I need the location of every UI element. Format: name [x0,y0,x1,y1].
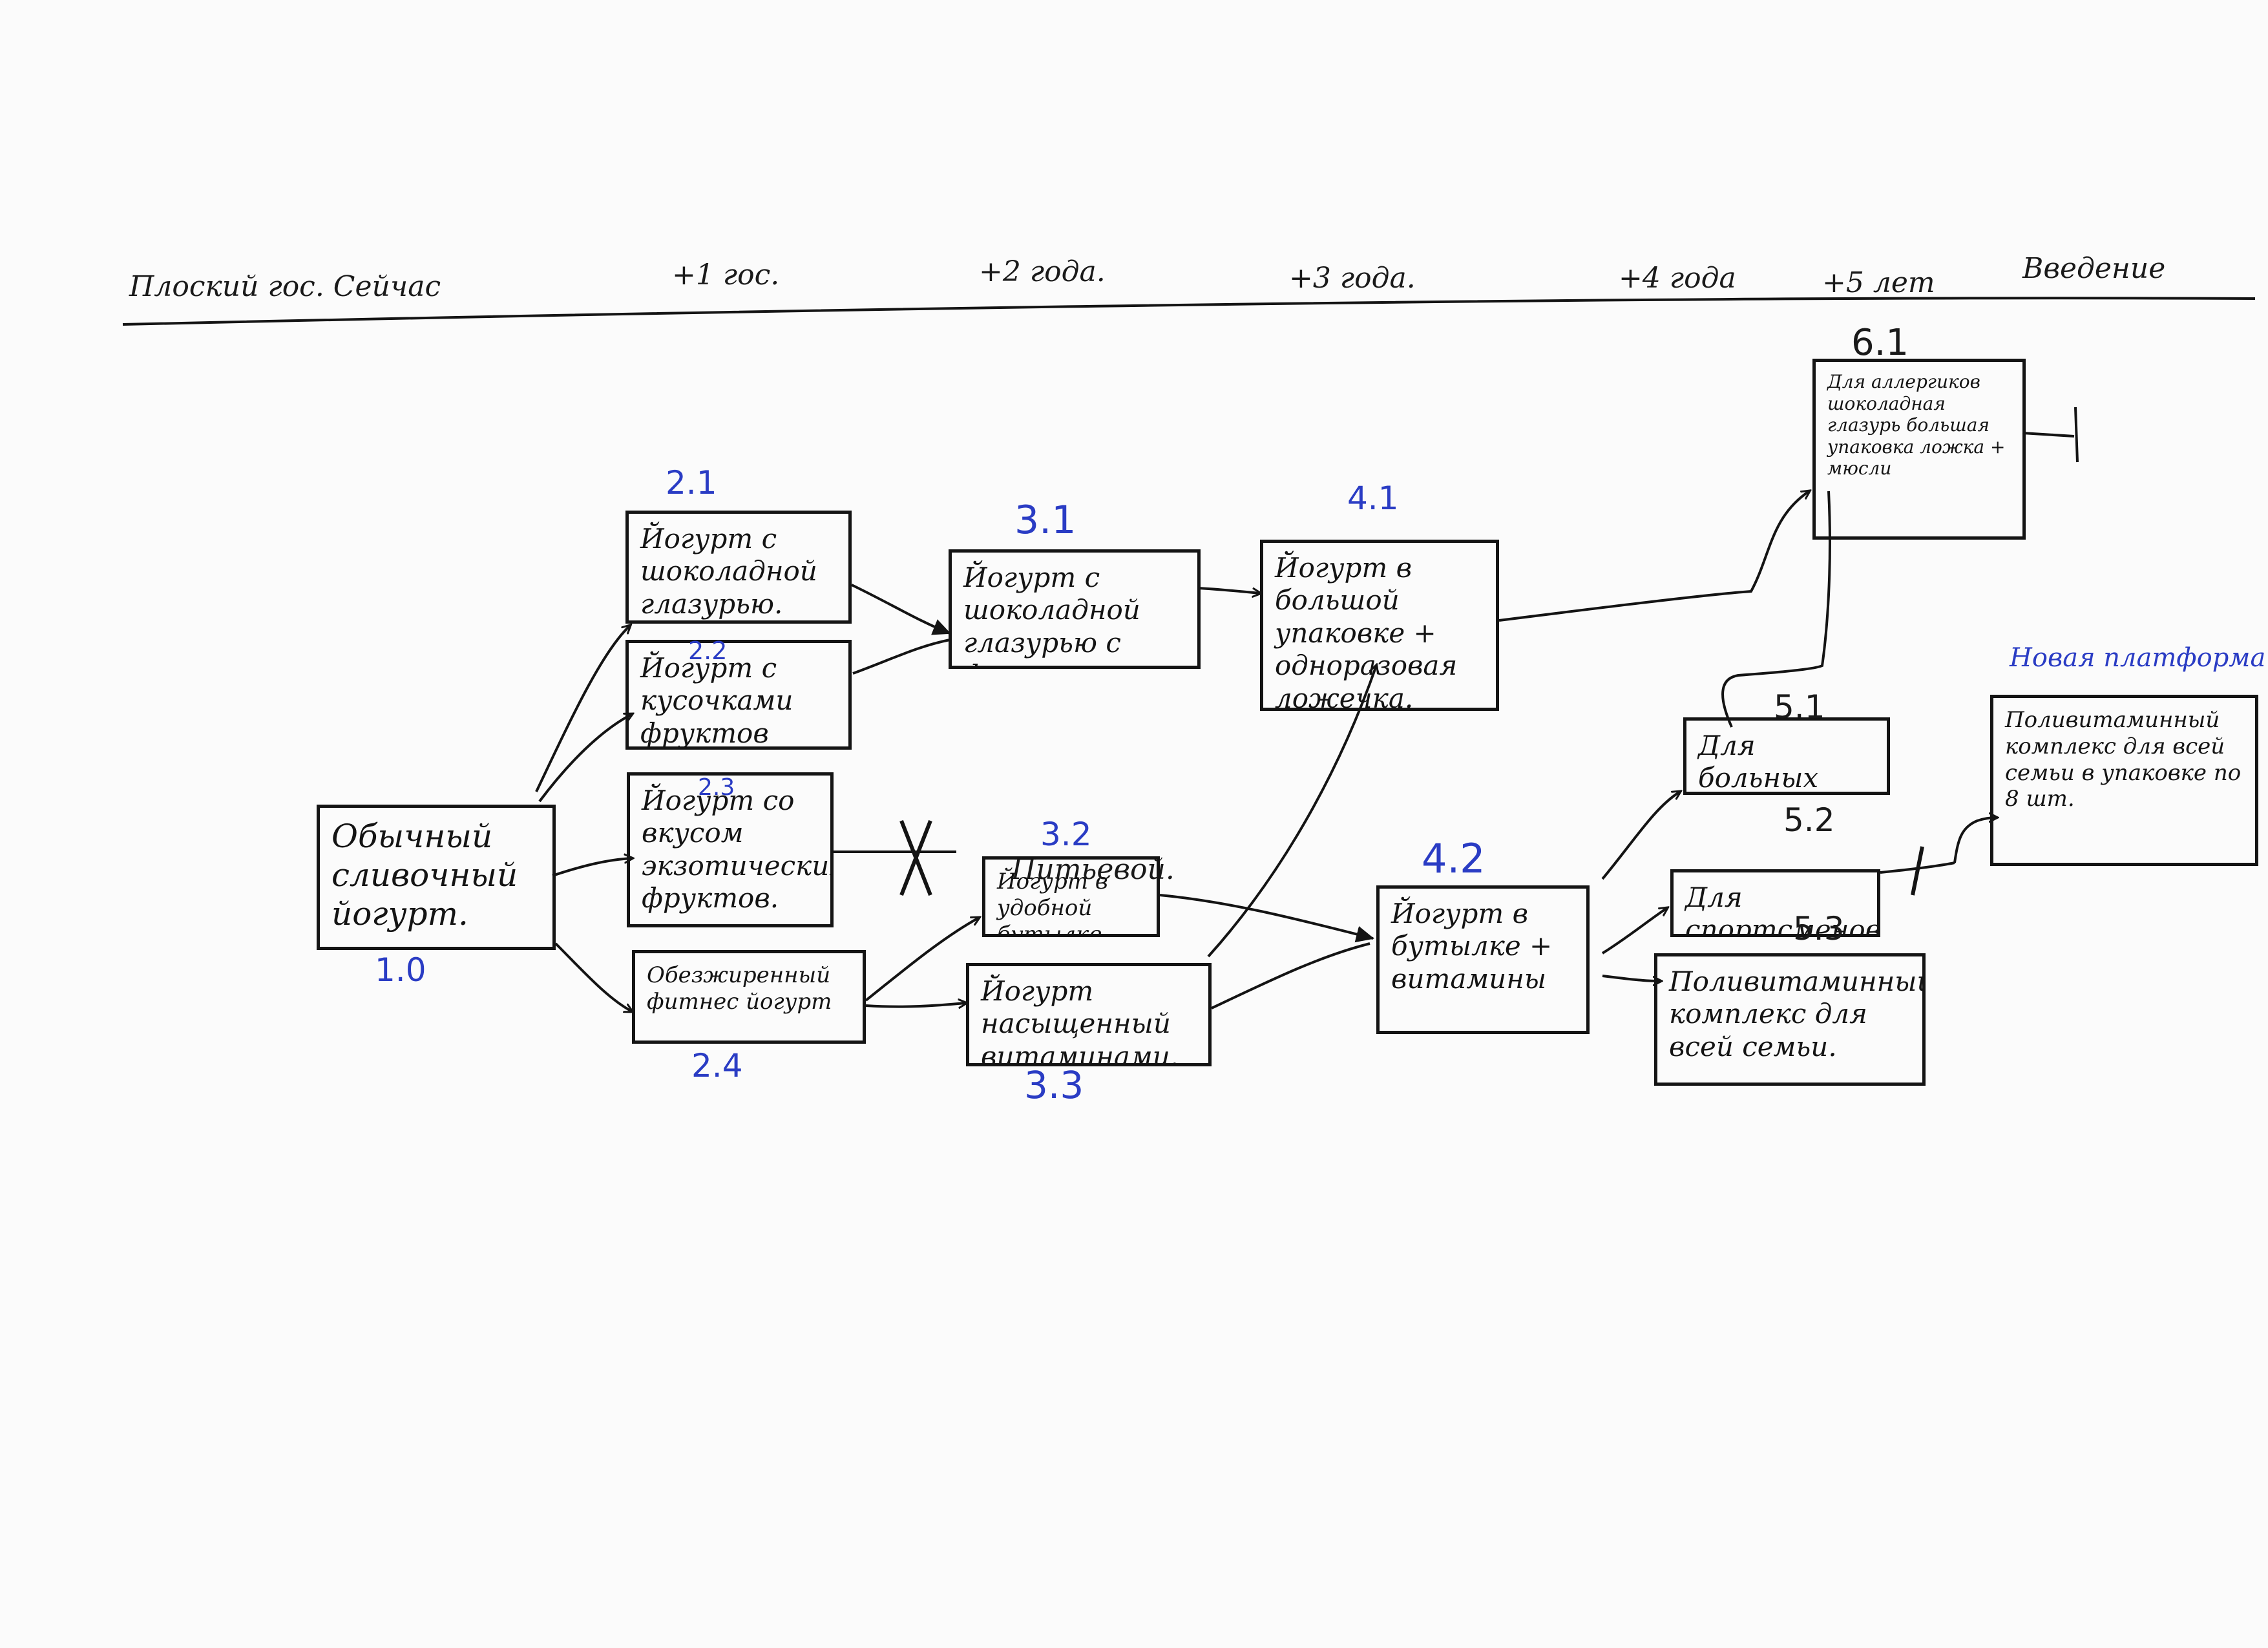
arrow-2.4-to-3.2 [865,918,979,1002]
node-4.2-id: 4.2 [1422,835,1486,882]
node-new-platform-text: Поливитаминный комплекс для всей семьи в… [2005,707,2242,812]
node-2.1-id: 2.1 [666,464,717,502]
node-3.3: Йогурт насыщенный витаминами. [966,963,1212,1066]
node-2.2-id: 2.2 [688,637,728,665]
cross-mark [899,819,932,896]
node-6.1: Для аллергиков шоколадная глазурь больша… [1812,359,2026,540]
node-2.3-text: Йогурт со вкусом экзотических фруктов. [642,785,834,914]
node-5.1-text: Для больных аллергией. [1698,730,1819,794]
node-3.3-text: Йогурт насыщенный витаминами. [981,975,1179,1066]
node-5.2: Для спортсменов [1670,869,1880,937]
arrow-3.3-to-4.2 [1211,942,1370,1009]
timeline-label-intro: Введение [2022,252,2166,285]
node-2.4: Обезжиренный фитнес йогурт [632,950,866,1044]
arrow-4.2-to-5.2 [1601,908,1667,955]
node-6.1-id: 6.1 [1851,322,1909,364]
node-4.1-id: 4.1 [1347,480,1399,517]
node-3.3-id: 3.3 [1024,1063,1084,1107]
arrow-4.2-to-5.1 [1601,792,1680,880]
node-1.0: Обычный сливочный йогурт. [317,805,556,950]
node-5.2-id: 5.2 [1783,801,1835,839]
node-2.3-id: 2.3 [698,774,735,801]
node-5.1: Для больных аллергией. [1683,717,1890,795]
node-5.3-text: Поливитаминный комплекс для всей семьи. [1669,966,1926,1062]
node-3.2-id: 3.2 [1040,816,1092,853]
node-4.2: Йогурт в бутылке + витамины [1376,885,1590,1034]
node-3.2: Йогурт в удобной бутылке. [982,856,1160,937]
timeline-label-2: +2 года. [979,255,1106,288]
arrow-2.2-to-3.1 [852,639,950,675]
node-3.2-text: Йогурт в удобной бутылке. [997,869,1109,937]
node-5.3-id: 5.3 [1793,910,1845,947]
node-4.1: Йогурт в большой упаковке + одноразовая … [1260,540,1499,711]
node-3.1: Йогурт с шоколадной глазурью с фруктами. [949,549,1201,669]
node-4.1-text: Йогурт в большой упаковке + одноразовая … [1275,552,1458,711]
arrow-3.1-to-4.1 [1198,587,1260,593]
timeline-label-1: +1 гос. [672,259,780,291]
node-2.2-text: Йогурт с кусочками фруктов [640,652,793,749]
timeline-label-4: +4 года [1619,262,1736,295]
arrow-2.1-to-3.1 [851,584,951,635]
node-5.1-id: 5.1 [1774,688,1825,726]
arrow-4.1-to-6.1 [1498,491,1809,622]
timeline-label-5: +5 лет [1822,266,1935,299]
node-3.1-id: 3.1 [1014,498,1076,543]
timeline-label-3: +3 года. [1289,262,1416,295]
node-5.2-text: Для спортсменов [1685,882,1880,937]
arrow-5.1-to-6.1 [1721,491,1831,728]
node-2.4-id: 2.4 [691,1047,743,1084]
node-2.2: Йогурт с кусочками фруктов [625,640,852,750]
arrow-3.2-to-4.2 [1159,894,1374,943]
new-platform-label: Новая платформа. [2010,643,2268,673]
node-2.4-text: Обезжиренный фитнес йогурт [647,962,832,1015]
arrow-5.2-to-new [1880,861,1955,874]
node-4.2-text: Йогурт в бутылке + витамины [1391,898,1553,995]
node-3.1-text: Йогурт с шоколадной глазурью с фруктами. [963,562,1140,666]
node-6.1-text: Для аллергиков шоколадная глазурь больша… [1827,371,2006,480]
arrow-1.0-to-2.4 [554,942,632,1011]
node-2.1: Йогурт с шоколадной глазурью. [625,511,852,624]
arrow-1.0-to-2.2 [538,714,632,803]
arrow-4.2-to-5.3 [1602,975,1661,981]
arrow-2.4-to-3.3 [865,1003,966,1007]
node-5.3: Поливитаминный комплекс для всей семьи. [1654,953,1926,1086]
timeline-label-now: Плоский гос. Сейчас [129,270,441,303]
node-2.3: Йогурт со вкусом экзотических фруктов. [627,772,834,927]
node-1.0-text: Обычный сливочный йогурт. [331,818,518,933]
node-2.1-text: Йогурт с шоколадной глазурью. [640,523,817,620]
arrow-1.0-to-2.1 [535,626,630,792]
arrow-6.1-exit-bar [2074,407,2079,463]
arrow-6.1-exit [2022,432,2075,438]
node-1.0-id: 1.0 [375,951,426,989]
timeline-axis [122,297,2256,326]
arrow-5.2-to-new-bar [1911,846,1924,896]
arrow-3.3-to-4.1 [1207,666,1376,958]
node-new-platform: Поливитаминный комплекс для всей семьи в… [1990,695,2258,866]
arrow-1.0-to-2.3 [552,858,632,877]
